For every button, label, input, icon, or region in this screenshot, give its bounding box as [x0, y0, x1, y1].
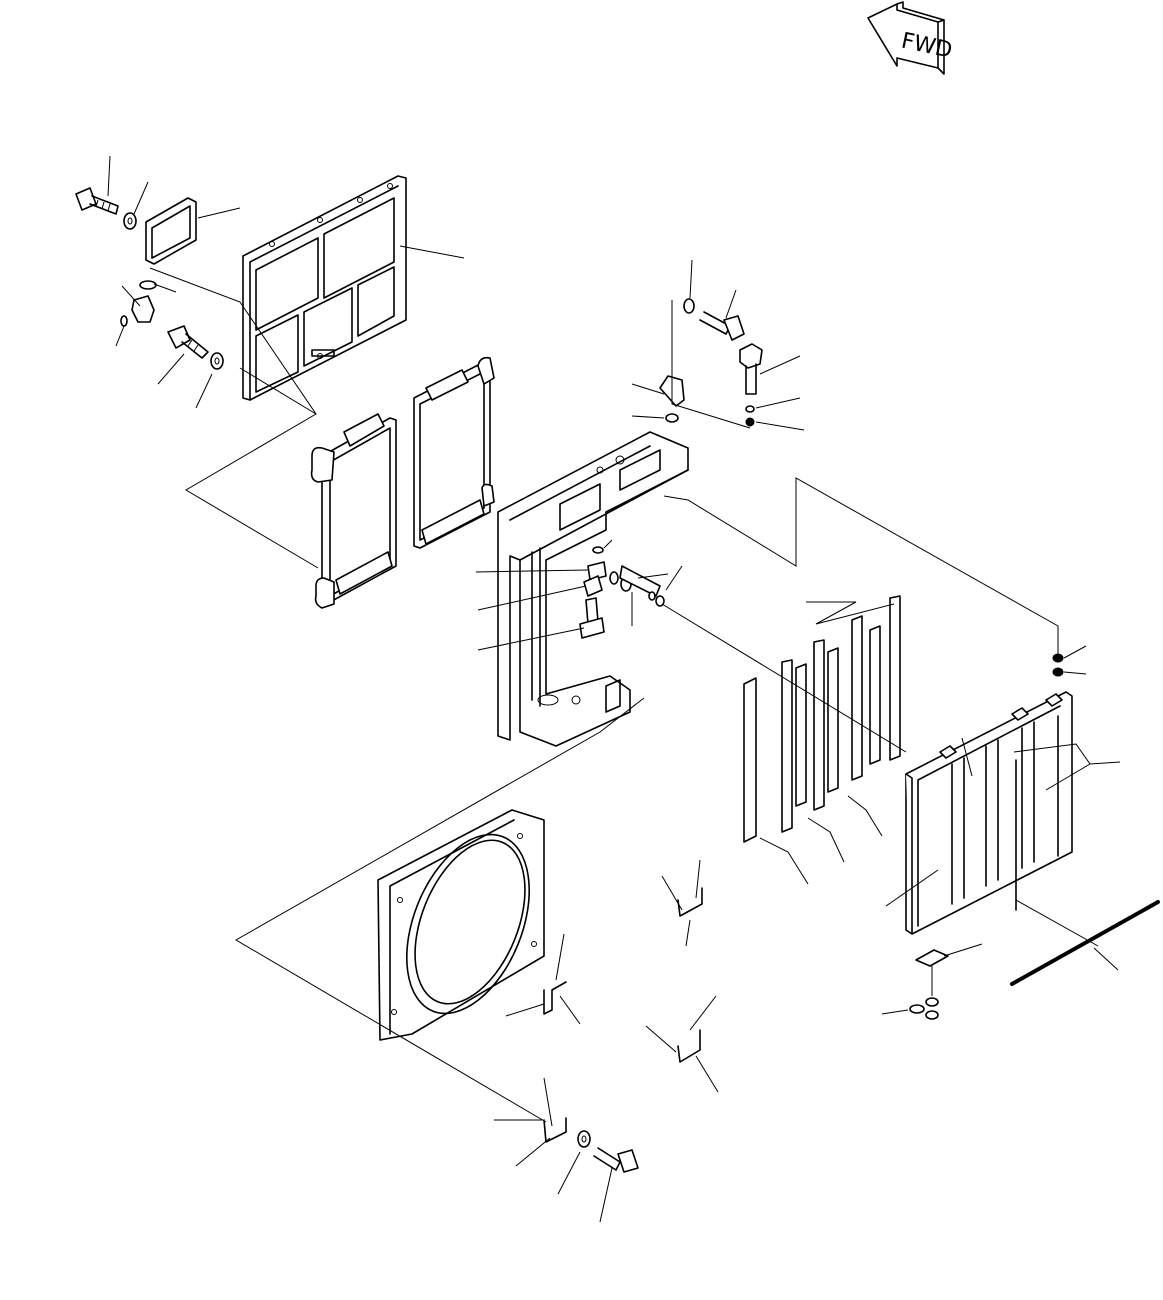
bolt-lower-left [167, 325, 209, 359]
pin-top [739, 343, 763, 395]
washer-bottom [577, 1130, 591, 1148]
washer-small-a [745, 405, 755, 413]
clip-a [909, 1004, 925, 1014]
small-bracket-plate [145, 197, 197, 265]
panel-frame-assembly [242, 175, 407, 401]
washer-lower-left [210, 352, 224, 370]
fwd-direction-arrow: FWD [867, 1, 954, 75]
bolt-bottom [593, 1147, 639, 1173]
radiator-core-right [413, 356, 495, 549]
nut-small-a [745, 417, 755, 427]
bolt-upper-left [75, 187, 119, 215]
washer-upper-left [123, 212, 137, 230]
bolt-top [699, 311, 745, 341]
elbow-fitting [120, 280, 157, 327]
leader-lines [107, 155, 1121, 1223]
center-support-frame [497, 431, 689, 747]
clip-b [925, 997, 939, 1007]
angle-brackets [543, 887, 703, 1143]
radiator-unit-right [905, 691, 1073, 935]
seal-strips [743, 595, 901, 843]
grommet-b [1052, 667, 1064, 677]
washer-top [683, 298, 695, 314]
bottom-pad [915, 949, 949, 967]
fan-shroud [377, 809, 545, 1041]
clip-c [925, 1010, 939, 1020]
long-rod [1010, 900, 1160, 986]
frame-fittings [579, 546, 665, 639]
radiator-core-left [310, 413, 397, 609]
